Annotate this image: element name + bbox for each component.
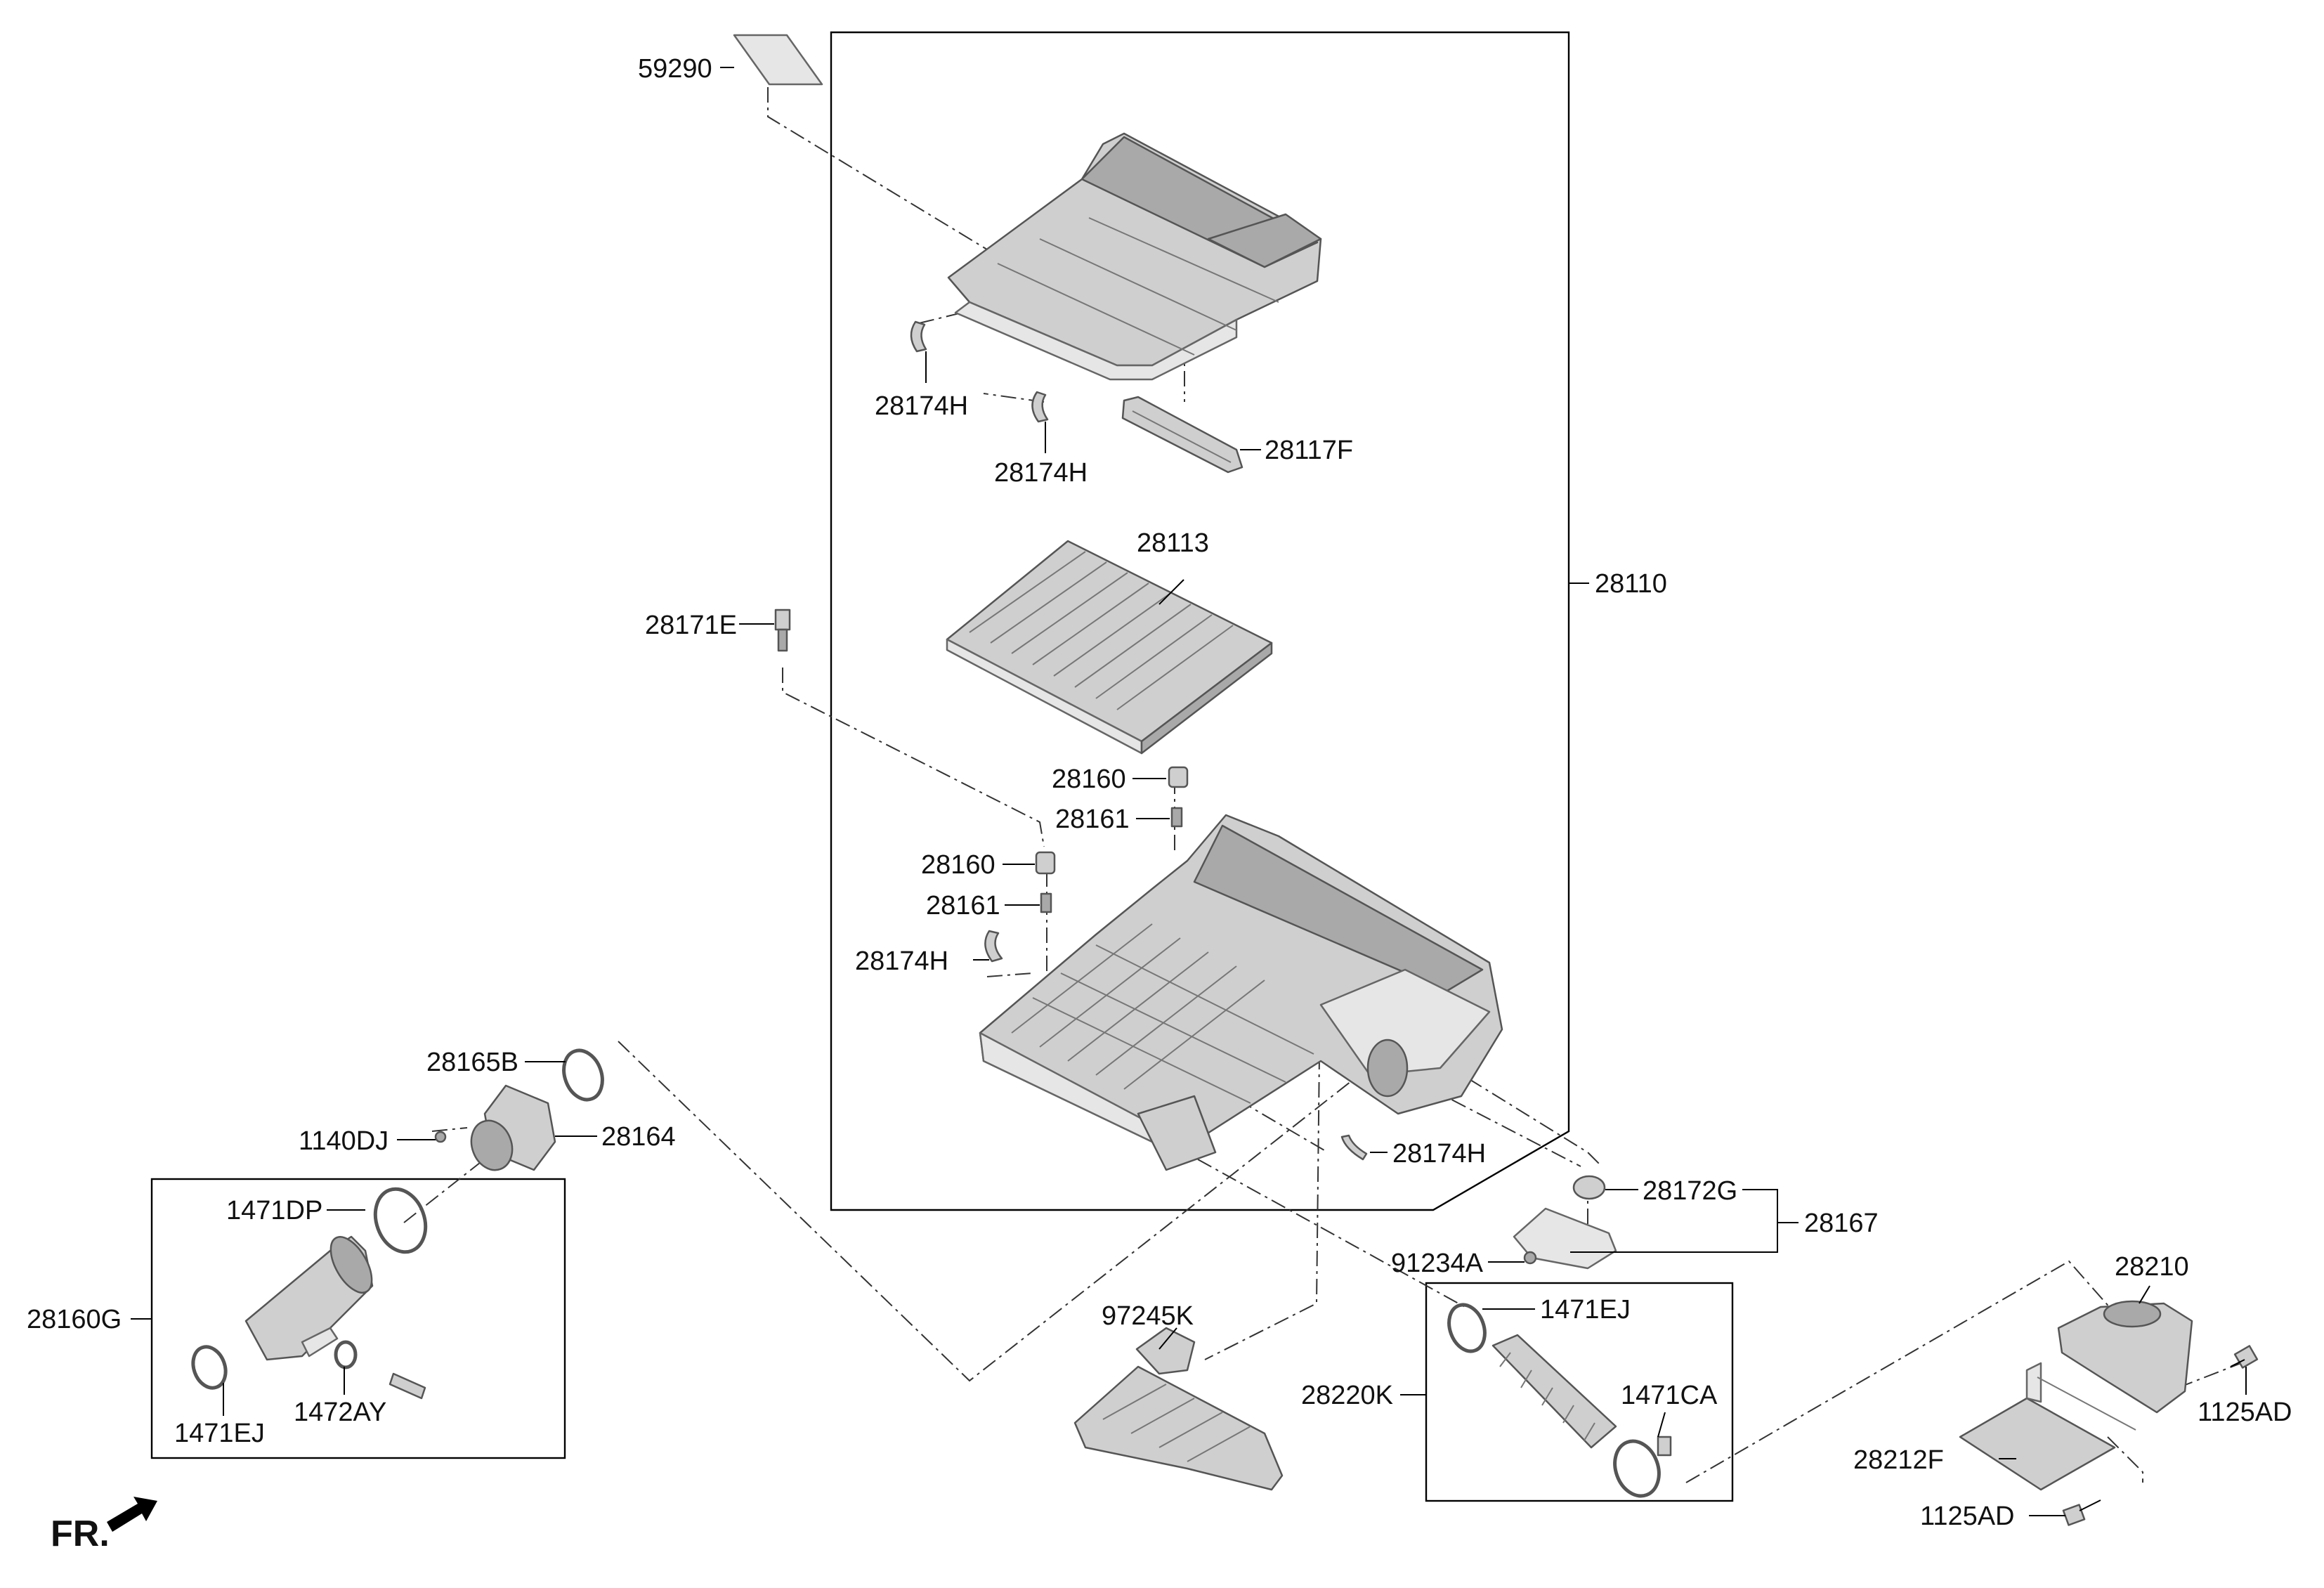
label-97245K: 97245K (1102, 1301, 1194, 1331)
part-28160-grommet-b (1035, 851, 1056, 875)
part-1471EJ-clamp-b (1447, 1303, 1487, 1353)
label-28161-b: 28161 (926, 891, 1000, 920)
part-air-cleaner-cover (947, 132, 1322, 381)
part-28210-resonator (2057, 1300, 2193, 1414)
label-1471EJ-a: 1471EJ (174, 1419, 265, 1448)
label-59290: 59290 (638, 54, 712, 84)
part-28161-collar-b (1040, 892, 1052, 913)
part-28160-grommet-a (1168, 766, 1189, 788)
part-59290-label-plate (733, 34, 823, 86)
part-28174H-clip-a (910, 320, 927, 353)
assembly-28110-frame (830, 31, 1570, 1211)
front-direction-label: FR. (51, 1514, 110, 1554)
part-28171E-bolt (774, 608, 791, 652)
label-91234A: 91234A (1391, 1249, 1484, 1278)
label-28172G: 28172G (1643, 1176, 1737, 1206)
part-1125AD-bolt-a (2230, 1345, 2259, 1369)
part-labels: 59290 28174H 28174H 28117F 28113 28110 2… (27, 54, 2292, 1554)
part-28174H-clip-b (1031, 391, 1049, 423)
label-28167: 28167 (1804, 1209, 1879, 1238)
part-28113-filter-element (946, 540, 1273, 755)
label-28164: 28164 (601, 1122, 676, 1152)
part-28161-collar-a (1170, 807, 1183, 828)
label-28165B: 28165B (426, 1048, 518, 1077)
part-28160G-intake-duct (244, 1235, 374, 1361)
label-1471EJ-b: 1471EJ (1540, 1295, 1631, 1325)
leader-lines (131, 67, 2247, 1516)
part-91234A-bolt (1523, 1251, 1537, 1265)
label-28171E: 28171E (645, 611, 737, 640)
label-28160-b: 28160 (921, 850, 995, 880)
label-1125AD-a: 1125AD (2198, 1398, 2292, 1427)
label-28117F: 28117F (1265, 436, 1353, 465)
part-1471DP-clamp (373, 1187, 428, 1254)
label-28160-a: 28160 (1052, 764, 1126, 794)
part-28174H-clip-c (984, 930, 1003, 963)
label-28174H-b: 28174H (994, 458, 1088, 488)
part-97245K-air-guide (1073, 1327, 1284, 1491)
part-28164-airflow-sensor (470, 1084, 556, 1171)
label-28220K: 28220K (1301, 1381, 1393, 1410)
part-air-cleaner-lower-case (979, 814, 1503, 1171)
part-1471CA-clamp (1613, 1436, 1672, 1498)
part-28220K-air-hose (1491, 1334, 1617, 1449)
label-1472AY: 1472AY (294, 1398, 386, 1427)
front-direction-arrow-icon (107, 1497, 157, 1532)
label-28113: 28113 (1137, 528, 1209, 558)
part-1472AY-hose-clip (334, 1340, 426, 1400)
part-1125AD-bolt-b (2062, 1499, 2101, 1526)
label-1125AD-b: 1125AD (1920, 1502, 2015, 1531)
part-28174H-clip-d (1340, 1134, 1368, 1161)
label-28174H-d: 28174H (1392, 1139, 1486, 1169)
label-1471CA: 1471CA (1621, 1381, 1718, 1410)
label-28174H-c: 28174H (855, 946, 948, 976)
label-1471DP: 1471DP (226, 1196, 322, 1225)
label-28212F: 28212F (1853, 1445, 1944, 1475)
label-28160G: 28160G (27, 1305, 122, 1334)
part-1471EJ-clamp-a (191, 1345, 228, 1390)
part-28172G-insulator (1572, 1175, 1606, 1200)
label-28210: 28210 (2115, 1252, 2189, 1282)
part-28212F-bracket (1959, 1362, 2136, 1491)
label-28110: 28110 (1595, 569, 1667, 599)
assembly-lines (403, 87, 2242, 1483)
assembly-28220K-frame (1425, 1282, 1734, 1502)
label-1140DJ: 1140DJ (299, 1126, 389, 1156)
label-28161-a: 28161 (1055, 805, 1130, 834)
part-28165B-o-ring (562, 1048, 604, 1102)
part-1140DJ-screw (434, 1131, 447, 1143)
label-28174H-a: 28174H (875, 391, 968, 421)
part-28117F-resonator (1121, 396, 1243, 474)
